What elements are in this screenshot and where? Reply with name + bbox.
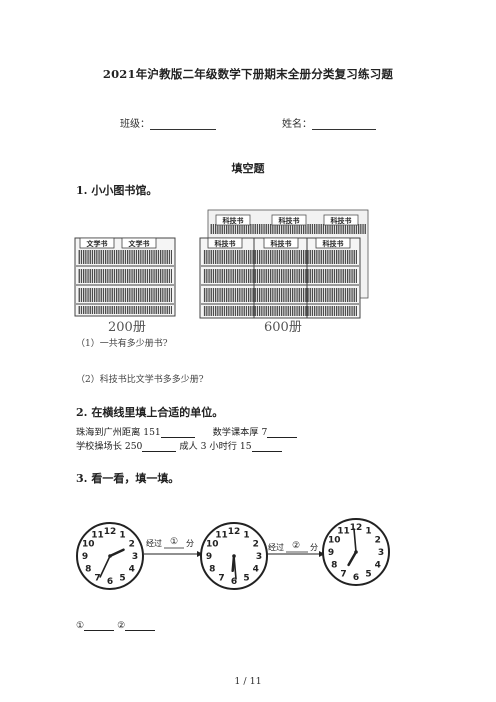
science-label-front-2: 科技书	[271, 239, 292, 248]
answer-blank-1[interactable]	[84, 620, 115, 631]
svg-text:11: 11	[215, 530, 228, 540]
name-label: 姓名：	[282, 119, 312, 130]
q1-sub1: （1）一共有多少册书?	[76, 339, 168, 349]
svg-text:12: 12	[104, 527, 117, 537]
answer-label-1: ①	[76, 620, 85, 631]
svg-text:8: 8	[331, 561, 337, 571]
svg-text:2: 2	[253, 540, 259, 550]
q2-blank-3[interactable]	[142, 441, 177, 452]
svg-text:11: 11	[91, 530, 104, 540]
svg-text:4: 4	[375, 561, 381, 571]
mark-1: ①	[170, 537, 178, 547]
bookshelf-illustration: 文学书 文学书 科技书 科技书 科技书 科技书 科技书 科技书 200册 600…	[74, 209, 369, 333]
svg-text:3: 3	[132, 552, 138, 562]
q2-line2: 学校操场长 250 成人 3 小时行 15	[76, 438, 282, 452]
svg-text:1: 1	[119, 530, 125, 540]
svg-text:5: 5	[365, 570, 371, 580]
answer-blank-2[interactable]	[125, 620, 156, 631]
q2-line2-a: 学校操场长 250	[76, 441, 143, 452]
svg-text:6: 6	[107, 577, 113, 587]
svg-text:3: 3	[256, 552, 262, 562]
science-label-front-3: 科技书	[323, 239, 344, 248]
svg-text:7: 7	[340, 570, 346, 580]
svg-text:5: 5	[243, 574, 249, 584]
svg-text:9: 9	[206, 552, 212, 562]
svg-text:1: 1	[243, 530, 249, 540]
svg-text:9: 9	[82, 552, 88, 562]
svg-text:6: 6	[353, 573, 359, 583]
svg-text:10: 10	[328, 536, 341, 546]
svg-text:3: 3	[378, 548, 384, 558]
document-title: 2021年沪教版二年级数学下册期末全册分类复习练习题	[102, 67, 394, 81]
class-field: 班级：	[120, 115, 216, 130]
mark-2: ②	[292, 541, 300, 551]
q2-blank-1[interactable]	[160, 427, 195, 438]
svg-text:8: 8	[209, 565, 215, 575]
pass-label-1: 经过	[146, 538, 162, 548]
question-2-heading: 2. 在横线里填上合适的单位。	[76, 406, 224, 419]
answer-label-2: ②	[117, 620, 126, 631]
svg-text:9: 9	[328, 548, 334, 558]
q2-line2-b: 成人 3 小时行 15	[179, 441, 252, 452]
q1-sub2: （2）科技书比文学书多多少册?	[76, 375, 204, 385]
svg-text:4: 4	[253, 565, 259, 575]
q3-answers: ① ②	[76, 620, 156, 631]
section-heading: 填空题	[231, 162, 265, 175]
svg-text:5: 5	[119, 574, 125, 584]
page-indicator: 1 / 11	[234, 676, 262, 687]
svg-text:1: 1	[365, 526, 371, 536]
unit-label-1: 分	[186, 539, 194, 548]
name-field: 姓名：	[282, 115, 376, 130]
science-label-back-1: 科技书	[223, 216, 244, 225]
science-label-back-2: 科技书	[279, 216, 300, 225]
literature-label-2: 文学书	[129, 239, 150, 248]
question-3-heading: 3. 看一看，填一填。	[76, 472, 180, 485]
svg-text:10: 10	[206, 540, 219, 550]
class-blank[interactable]	[150, 118, 216, 130]
q2-blank-4[interactable]	[251, 441, 282, 452]
science-label-back-3: 科技书	[331, 216, 352, 225]
class-label: 班级：	[120, 119, 150, 130]
svg-text:4: 4	[129, 565, 135, 575]
question-1-heading: 1. 小小图书馆。	[76, 184, 158, 197]
science-shelves-front	[199, 237, 361, 319]
svg-text:6: 6	[231, 577, 237, 587]
count-right: 600册	[264, 320, 302, 333]
literature-shelf	[74, 237, 176, 317]
svg-text:10: 10	[82, 540, 95, 550]
unit-label-2: 分	[310, 543, 318, 552]
svg-text:2: 2	[129, 540, 135, 550]
literature-label-1: 文学书	[87, 239, 108, 248]
science-label-front-1: 科技书	[215, 239, 236, 248]
count-left: 200册	[108, 320, 146, 333]
q2-line1-b: 数学课本厚 7	[212, 427, 268, 438]
svg-text:12: 12	[350, 523, 363, 533]
svg-text:11: 11	[337, 526, 350, 536]
svg-text:8: 8	[85, 565, 91, 575]
svg-text:12: 12	[228, 527, 241, 537]
svg-text:2: 2	[375, 536, 381, 546]
svg-text:7: 7	[218, 574, 224, 584]
pass-label-2: 经过	[268, 542, 284, 552]
name-blank[interactable]	[312, 118, 376, 130]
q2-blank-2[interactable]	[267, 427, 298, 438]
q2-line1-a: 珠海到广州距离 151	[76, 427, 161, 438]
q2-line1: 珠海到广州距离 151 数学课本厚 7	[76, 424, 298, 438]
svg-text:7: 7	[94, 574, 100, 584]
